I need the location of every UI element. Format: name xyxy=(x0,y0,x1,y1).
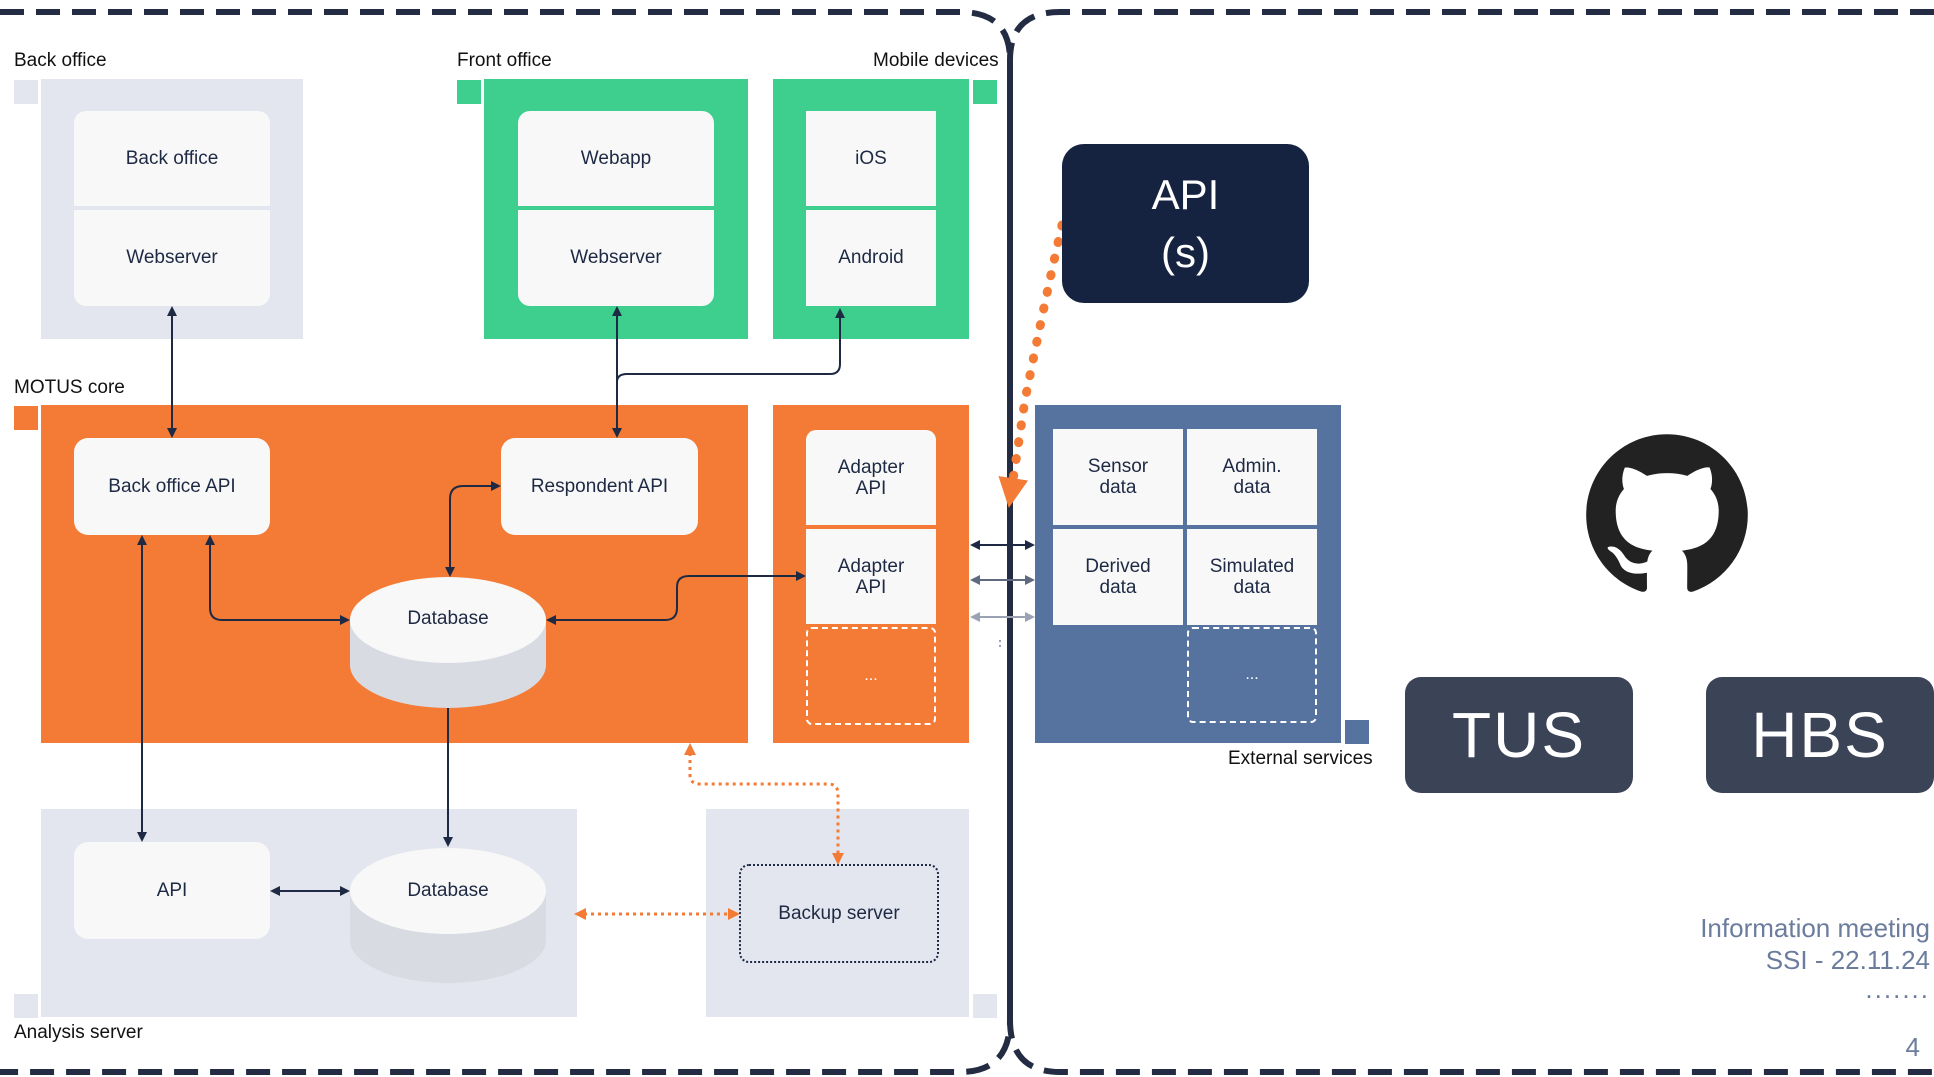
admin-data-card: Admin. data xyxy=(1187,429,1317,525)
region-label-front-office: Front office xyxy=(457,50,552,71)
page-number: 4 xyxy=(1905,1032,1920,1062)
corner-marker xyxy=(14,406,38,430)
adapter-api-card-1: Adapter API xyxy=(806,430,936,525)
sensor-data-card: Sensor data xyxy=(1053,429,1183,525)
footer-title: Information meeting xyxy=(1700,913,1930,943)
corner-marker xyxy=(14,994,38,1018)
analysis-database-label: Database xyxy=(407,880,489,901)
core-database-label: Database xyxy=(407,608,489,629)
region-label-motus-core: MOTUS core xyxy=(14,377,125,398)
back-office-webserver-card: Webserver xyxy=(74,210,270,306)
corner-marker xyxy=(1345,720,1369,744)
backup-server-box: Backup server xyxy=(739,864,939,963)
front-office-webserver-card: Webserver xyxy=(518,210,714,306)
back-office-card: Back office xyxy=(74,111,270,206)
api-box-line1: API xyxy=(1151,170,1220,218)
analysis-api-card: API xyxy=(74,842,270,939)
ios-card: iOS xyxy=(806,111,936,206)
android-card: Android xyxy=(806,210,936,306)
corner-marker xyxy=(973,80,997,104)
respondent-api-card: Respondent API xyxy=(501,438,698,535)
corner-marker xyxy=(973,994,997,1018)
corner-marker xyxy=(14,80,38,104)
hbs-button[interactable]: HBS xyxy=(1706,677,1934,793)
adapter-more-box: ... xyxy=(806,627,936,725)
footer-dots: ....... xyxy=(1865,974,1930,1004)
derived-data-card: Derived data xyxy=(1053,529,1183,625)
api-box: API (s) xyxy=(1062,144,1309,303)
simulated-data-card: Simulated data xyxy=(1187,529,1317,625)
adapter-api-card-2: Adapter API xyxy=(806,529,936,624)
external-more-box: ... xyxy=(1187,627,1317,723)
api-box-line2: (s) xyxy=(1161,228,1210,276)
tus-button[interactable]: TUS xyxy=(1405,677,1633,793)
analysis-database-cylinder xyxy=(350,848,546,983)
footer-date: SSI - 22.11.24 xyxy=(1765,945,1930,975)
region-label-back-office: Back office xyxy=(14,50,107,71)
region-label-mobile-devices: Mobile devices xyxy=(873,50,999,71)
back-office-api-card: Back office API xyxy=(74,438,270,535)
region-label-external-services: External services xyxy=(1228,748,1373,769)
footer: Information meeting SSI - 22.11.24 .....… xyxy=(1700,912,1930,1002)
core-database-cylinder xyxy=(350,577,546,708)
region-label-analysis-server: Analysis server xyxy=(14,1022,143,1043)
corner-marker xyxy=(457,80,481,104)
webapp-card: Webapp xyxy=(518,111,714,206)
